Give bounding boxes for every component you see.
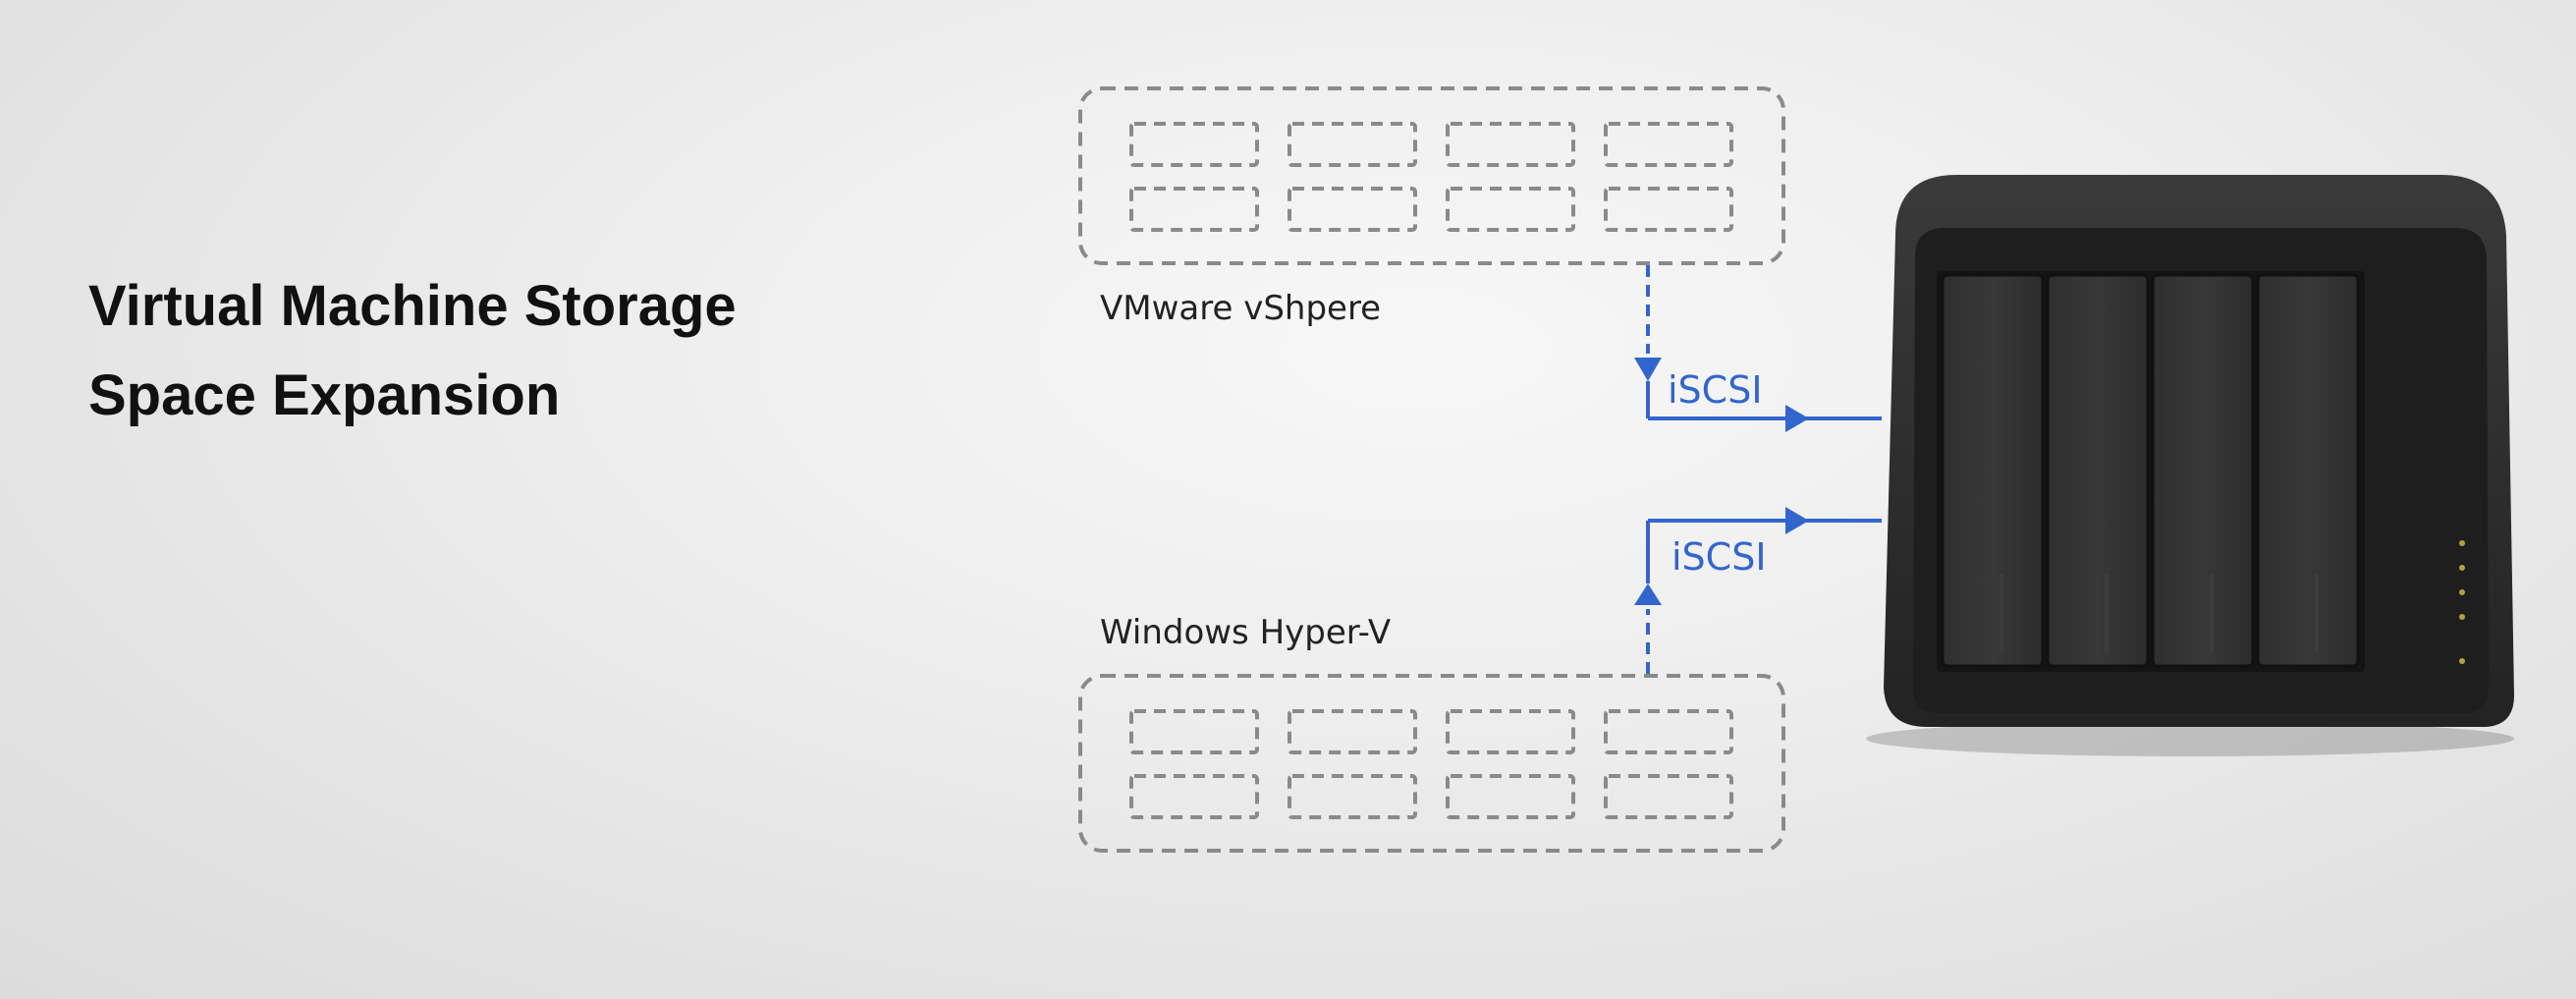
host-label-hyperv: Windows Hyper-V (1100, 613, 1391, 652)
page-title: Virtual Machine Storage Space Expansion (88, 261, 737, 440)
title-line-1: Virtual Machine Storage (88, 274, 737, 338)
title-line-2: Space Expansion (88, 363, 561, 427)
arrow-down-icon (1634, 358, 1662, 381)
nas-device (1866, 175, 2514, 756)
host-label-vmware: VMware vShpere (1100, 289, 1381, 328)
arrow-right-icon (1785, 405, 1809, 432)
hyperv-iscsi-link (1634, 507, 1882, 674)
iscsi-label-top: iSCSI (1668, 368, 1763, 412)
vmware-iscsi-link (1634, 265, 1882, 432)
iscsi-label-bottom: iSCSI (1672, 535, 1767, 579)
hyperv-server-outline (1078, 674, 1785, 853)
arrow-right-icon (1785, 507, 1809, 534)
arrow-up-icon (1634, 583, 1662, 605)
nas-status-leds (2459, 540, 2465, 664)
nas-drive-bays (1941, 273, 2360, 668)
vmware-server-slots (1129, 122, 1733, 232)
vmware-server-outline (1078, 86, 1785, 265)
vmware-server-group (1078, 86, 1785, 265)
hyperv-server-group (1078, 674, 1785, 853)
hyperv-server-slots (1129, 709, 1733, 819)
